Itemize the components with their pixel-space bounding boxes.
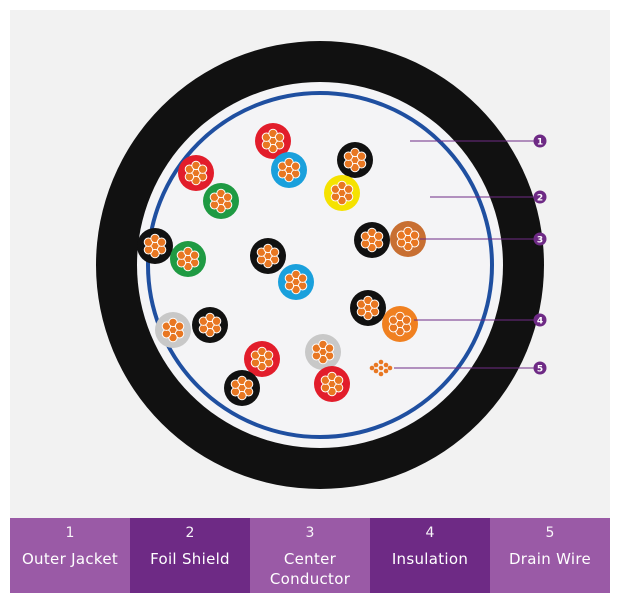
copper-strand	[263, 350, 274, 360]
insulated-conductor	[250, 238, 286, 274]
copper-strand	[333, 375, 344, 385]
drain-strand	[383, 368, 389, 374]
legend-number: 5	[545, 525, 555, 541]
legend-item-outer-jacket: 1 Outer Jacket	[10, 518, 130, 593]
drain-strand	[378, 359, 384, 365]
legend-label: Insulation	[391, 550, 469, 568]
foil-shield-ring	[146, 91, 494, 439]
conductors-group	[137, 123, 426, 406]
legend-number: 4	[425, 525, 435, 541]
callout-number: 3	[537, 235, 543, 245]
legend-item-foil-shield: 2 Foil Shield	[130, 518, 250, 593]
insulated-conductor	[278, 264, 314, 300]
insulated-conductor	[170, 241, 206, 277]
copper-strand	[274, 132, 285, 142]
drain-strand	[369, 365, 375, 371]
insulated-conductor	[224, 370, 260, 406]
legend-number: 2	[185, 525, 195, 541]
copper-strand	[197, 164, 208, 174]
callout-marker	[533, 190, 547, 204]
legend-item-center-conductor: 3 Center Conductor	[250, 518, 370, 593]
copper-strand	[324, 343, 335, 353]
insulated-conductor	[244, 341, 280, 377]
copper-strand	[356, 151, 367, 161]
callout-marker	[533, 232, 547, 246]
legend-number: 3	[305, 525, 315, 541]
copper-strand	[290, 161, 301, 171]
insulated-conductor	[350, 290, 386, 326]
copper-strand	[401, 315, 412, 325]
copper-strand	[297, 273, 308, 283]
drain-strand	[378, 365, 384, 371]
copper-strand	[343, 184, 354, 194]
copper-strand	[189, 250, 200, 260]
insulated-conductor	[255, 123, 291, 159]
callout-number: 1	[537, 137, 543, 147]
legend-label: Outer Jacket	[21, 550, 119, 568]
insulated-conductor	[155, 312, 191, 348]
legend-item-insulation: 4 Insulation	[370, 518, 490, 593]
cable-cross-section-diagram: 1 2 3 4 5	[96, 41, 547, 489]
copper-strand	[174, 321, 185, 331]
cable-cross-section-figure: 1 2 3 4 5	[10, 10, 610, 518]
legend-number: 1	[65, 525, 75, 541]
callout-marker	[533, 361, 547, 375]
insulated-conductor	[324, 175, 360, 211]
legend-label: Foil Shield	[150, 550, 230, 568]
insulated-conductor	[137, 228, 173, 264]
drain-strand	[387, 365, 393, 371]
legend-label: Center Conductor	[269, 550, 351, 588]
callout-marker	[533, 134, 547, 148]
copper-strand	[409, 230, 420, 240]
insulated-conductor	[354, 222, 390, 258]
drain-strand	[383, 362, 389, 368]
insulated-conductor	[271, 152, 307, 188]
copper-strand	[211, 316, 222, 326]
insulated-conductor	[382, 306, 418, 342]
copper-strand	[269, 247, 280, 257]
callout-number: 5	[537, 364, 543, 374]
insulated-conductor	[305, 334, 341, 370]
copper-strand	[243, 379, 254, 389]
leader-lines: 1 2 3 4 5	[394, 134, 547, 375]
insulated-conductor	[203, 183, 239, 219]
legend-item-drain-wire: 5 Drain Wire	[490, 518, 610, 593]
copper-strand	[369, 299, 380, 309]
callout-number: 2	[537, 193, 543, 203]
insulated-conductor	[192, 307, 228, 343]
insulated-conductor	[314, 366, 350, 402]
callout-number: 4	[537, 316, 543, 326]
callout-marker	[533, 313, 547, 327]
drain-wire	[369, 359, 393, 377]
drain-strand	[378, 371, 384, 377]
copper-strand	[222, 192, 233, 202]
insulated-conductor	[337, 142, 373, 178]
copper-strand	[156, 237, 167, 247]
drain-strand	[373, 368, 379, 374]
legend-bar: 1 Outer Jacket 2 Foil Shield 3 Center Co…	[10, 518, 610, 593]
insulated-conductor	[178, 155, 214, 191]
legend-label: Drain Wire	[508, 550, 592, 568]
insulated-conductor	[390, 221, 426, 257]
drain-strand	[373, 362, 379, 368]
cable-core	[137, 82, 503, 448]
copper-strand	[373, 231, 384, 241]
